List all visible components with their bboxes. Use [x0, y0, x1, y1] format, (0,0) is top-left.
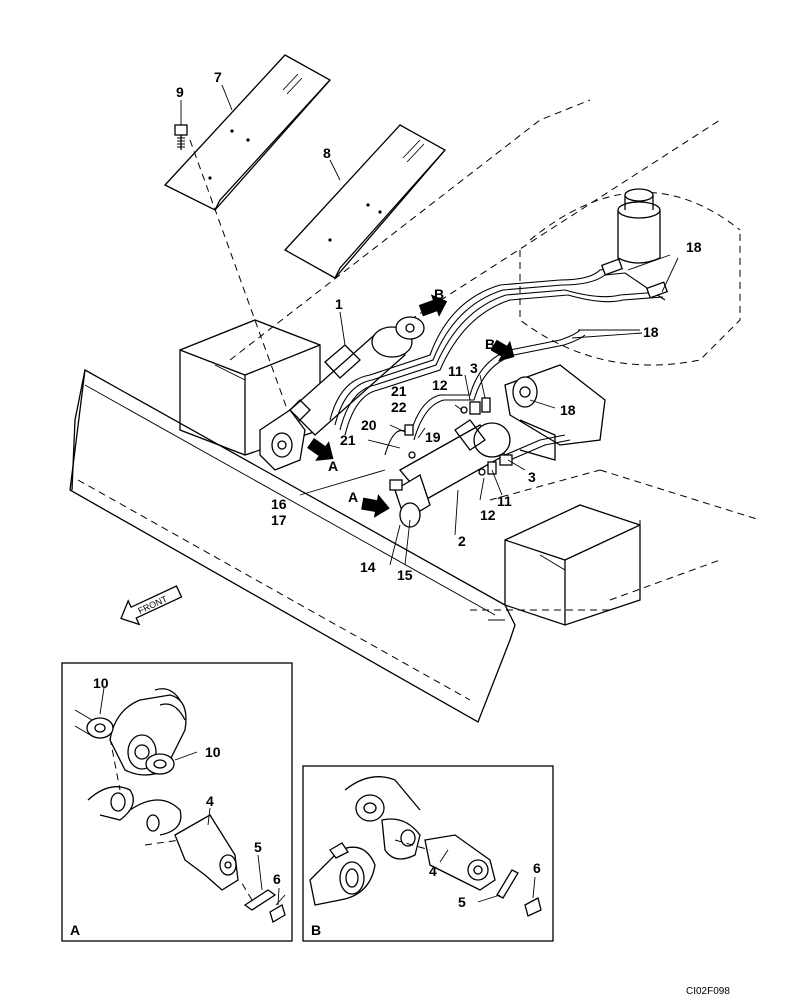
inset-b-callout-5: 5	[458, 894, 466, 910]
hydraulic-hoses	[329, 267, 666, 461]
swing-motor	[600, 188, 669, 299]
fittings	[389, 397, 513, 491]
machine-outline	[229, 99, 761, 611]
inset-a	[61, 662, 293, 942]
marker-b-top: B	[434, 286, 444, 302]
marker-a-bottom: A	[348, 489, 358, 505]
callout-18-a: 18	[643, 324, 659, 340]
inset-a-callout-6: 6	[273, 871, 281, 887]
inset-b-callout-6: 6	[533, 860, 541, 876]
cover-plate-8	[283, 124, 447, 279]
inset-a-callout-4: 4	[206, 793, 214, 809]
marker-b-right: B	[485, 336, 495, 352]
inset-a-title: A	[70, 922, 80, 938]
inset-a-labels: 10 10 4 5 6 A	[70, 675, 281, 938]
callout-19: 20	[361, 417, 377, 433]
callout-18-c: 19	[425, 429, 441, 445]
callout-3-b: 3	[528, 469, 536, 485]
leader-lines	[180, 84, 679, 566]
callout-17: 18	[686, 239, 702, 255]
callout-21: 21	[391, 383, 407, 399]
callout-8: 8	[323, 145, 331, 161]
callout-15: 16	[271, 496, 287, 512]
callout-14: 15	[397, 567, 413, 583]
inset-a-callout-5: 5	[254, 839, 262, 855]
front-arrow: FRONT	[120, 585, 183, 626]
callout-12-b: 12	[480, 507, 496, 523]
callout-11-a: 11	[448, 363, 463, 379]
bolt-9	[174, 124, 301, 446]
inset-b	[302, 765, 554, 942]
callout-11-b: 11	[497, 493, 512, 509]
inset-a-callout-10-a: 10	[93, 675, 109, 691]
inset-b-callout-4: 4	[429, 863, 437, 879]
cylinder-mount-right	[504, 364, 606, 461]
inset-b-labels: 4 5 6 B	[311, 860, 541, 938]
callout-20: 21	[340, 432, 356, 448]
inset-a-callout-10-b: 10	[205, 744, 221, 760]
figure-code: CI02F098	[686, 986, 730, 997]
dozer-blade	[69, 368, 516, 723]
callout-22: 22	[391, 399, 407, 415]
callout-9: 9	[176, 84, 184, 100]
marker-a-left: A	[328, 458, 338, 474]
callout-1: 1	[335, 296, 343, 312]
callout-7: 7	[214, 69, 222, 85]
callout-18-b: 18	[560, 402, 576, 418]
callout-2: 2	[458, 533, 466, 549]
callout-16: 17	[271, 512, 287, 528]
view-arrows	[307, 294, 515, 518]
clevis-left	[259, 409, 306, 471]
inset-b-title: B	[311, 922, 321, 938]
cover-plate-7	[163, 54, 332, 211]
callout-3-a: 3	[470, 360, 478, 376]
callout-13: 14	[360, 559, 376, 575]
callout-numbers: 7 9 8 1 B B A A 18 18 18 19 11 3 12 21 2…	[176, 69, 702, 583]
blade-cylinder-2	[394, 419, 511, 528]
callout-12-a: 12	[432, 377, 448, 393]
